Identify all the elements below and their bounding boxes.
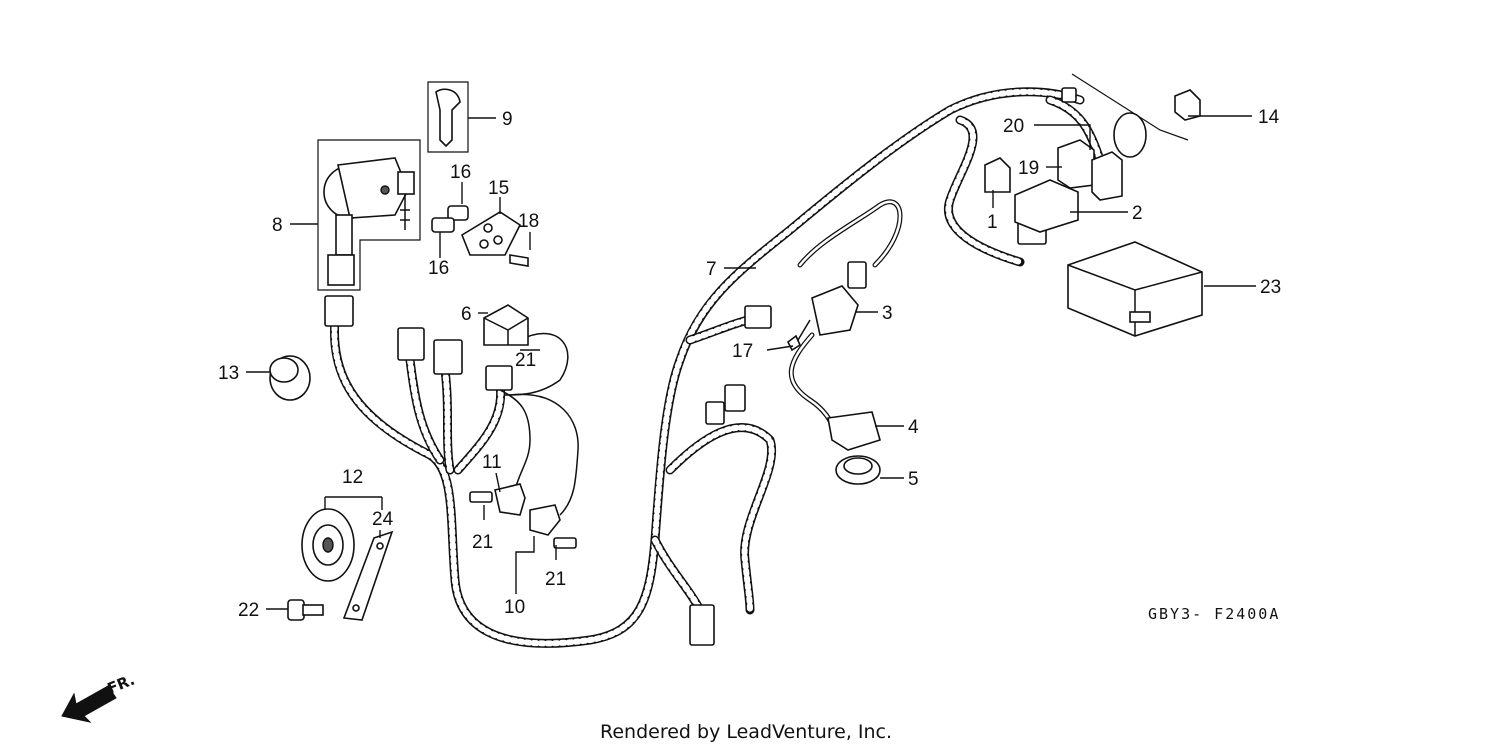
callout-7: 7 bbox=[706, 259, 717, 280]
callouts: 1 2 3 4 5 6 7 8 9 10 11 12 13 14 15 16 1… bbox=[218, 107, 1281, 621]
spark-plug-cap bbox=[788, 332, 881, 451]
callout-12: 12 bbox=[342, 467, 363, 488]
relay-19 bbox=[1057, 139, 1095, 189]
harness-end bbox=[1071, 73, 1189, 158]
callout-13: 13 bbox=[218, 363, 239, 384]
callout-2: 2 bbox=[1132, 203, 1143, 224]
callout-21a: 21 bbox=[515, 350, 536, 371]
callout-21b: 21 bbox=[472, 532, 493, 553]
component-2 bbox=[1014, 179, 1079, 233]
callout-24: 24 bbox=[372, 509, 394, 530]
callout-15: 15 bbox=[488, 178, 509, 199]
callout-5: 5 bbox=[908, 469, 919, 490]
connector-1 bbox=[984, 157, 1011, 193]
relay-20 bbox=[1091, 151, 1123, 201]
callout-10: 10 bbox=[504, 597, 525, 618]
switch-wires bbox=[499, 332, 579, 516]
callout-16b: 16 bbox=[428, 258, 449, 279]
diagram-code: GBY3- F2400A bbox=[1148, 605, 1280, 623]
callout-18: 18 bbox=[518, 211, 539, 232]
callout-8: 8 bbox=[272, 215, 283, 236]
callout-1: 1 bbox=[987, 212, 998, 233]
front-direction-label: FR. bbox=[105, 671, 138, 698]
relay-6 bbox=[483, 304, 529, 346]
callout-14: 14 bbox=[1258, 107, 1280, 128]
callout-4: 4 bbox=[908, 417, 919, 438]
ignition-switch bbox=[317, 139, 421, 291]
horn-bracket bbox=[342, 530, 394, 621]
callout-11: 11 bbox=[482, 452, 502, 473]
horn bbox=[301, 508, 355, 582]
callout-17: 17 bbox=[732, 341, 753, 362]
callout-21c: 21 bbox=[545, 569, 566, 590]
callout-23: 23 bbox=[1260, 277, 1281, 298]
mounting-plate bbox=[431, 205, 529, 267]
harness-connectors bbox=[324, 87, 1077, 646]
callout-22: 22 bbox=[238, 600, 259, 621]
callout-6: 6 bbox=[461, 304, 472, 325]
callout-3: 3 bbox=[882, 303, 893, 324]
callout-20: 20 bbox=[1003, 116, 1024, 137]
switch-10 bbox=[529, 504, 577, 549]
callout-9: 9 bbox=[502, 109, 513, 130]
control-unit-23 bbox=[1067, 241, 1203, 337]
ignition-coil bbox=[786, 261, 867, 352]
callout-19: 19 bbox=[1018, 158, 1039, 179]
rubber-seal bbox=[835, 455, 881, 485]
front-direction-arrow-icon bbox=[61, 685, 117, 723]
callout-16a: 16 bbox=[450, 162, 471, 183]
render-credit: Rendered by LeadVenture, Inc. bbox=[600, 721, 892, 743]
switch-11 bbox=[469, 483, 526, 516]
leader-lines bbox=[246, 115, 1256, 610]
bolt-22 bbox=[287, 599, 324, 621]
ignition-key bbox=[427, 81, 469, 153]
cap-13 bbox=[269, 355, 311, 401]
